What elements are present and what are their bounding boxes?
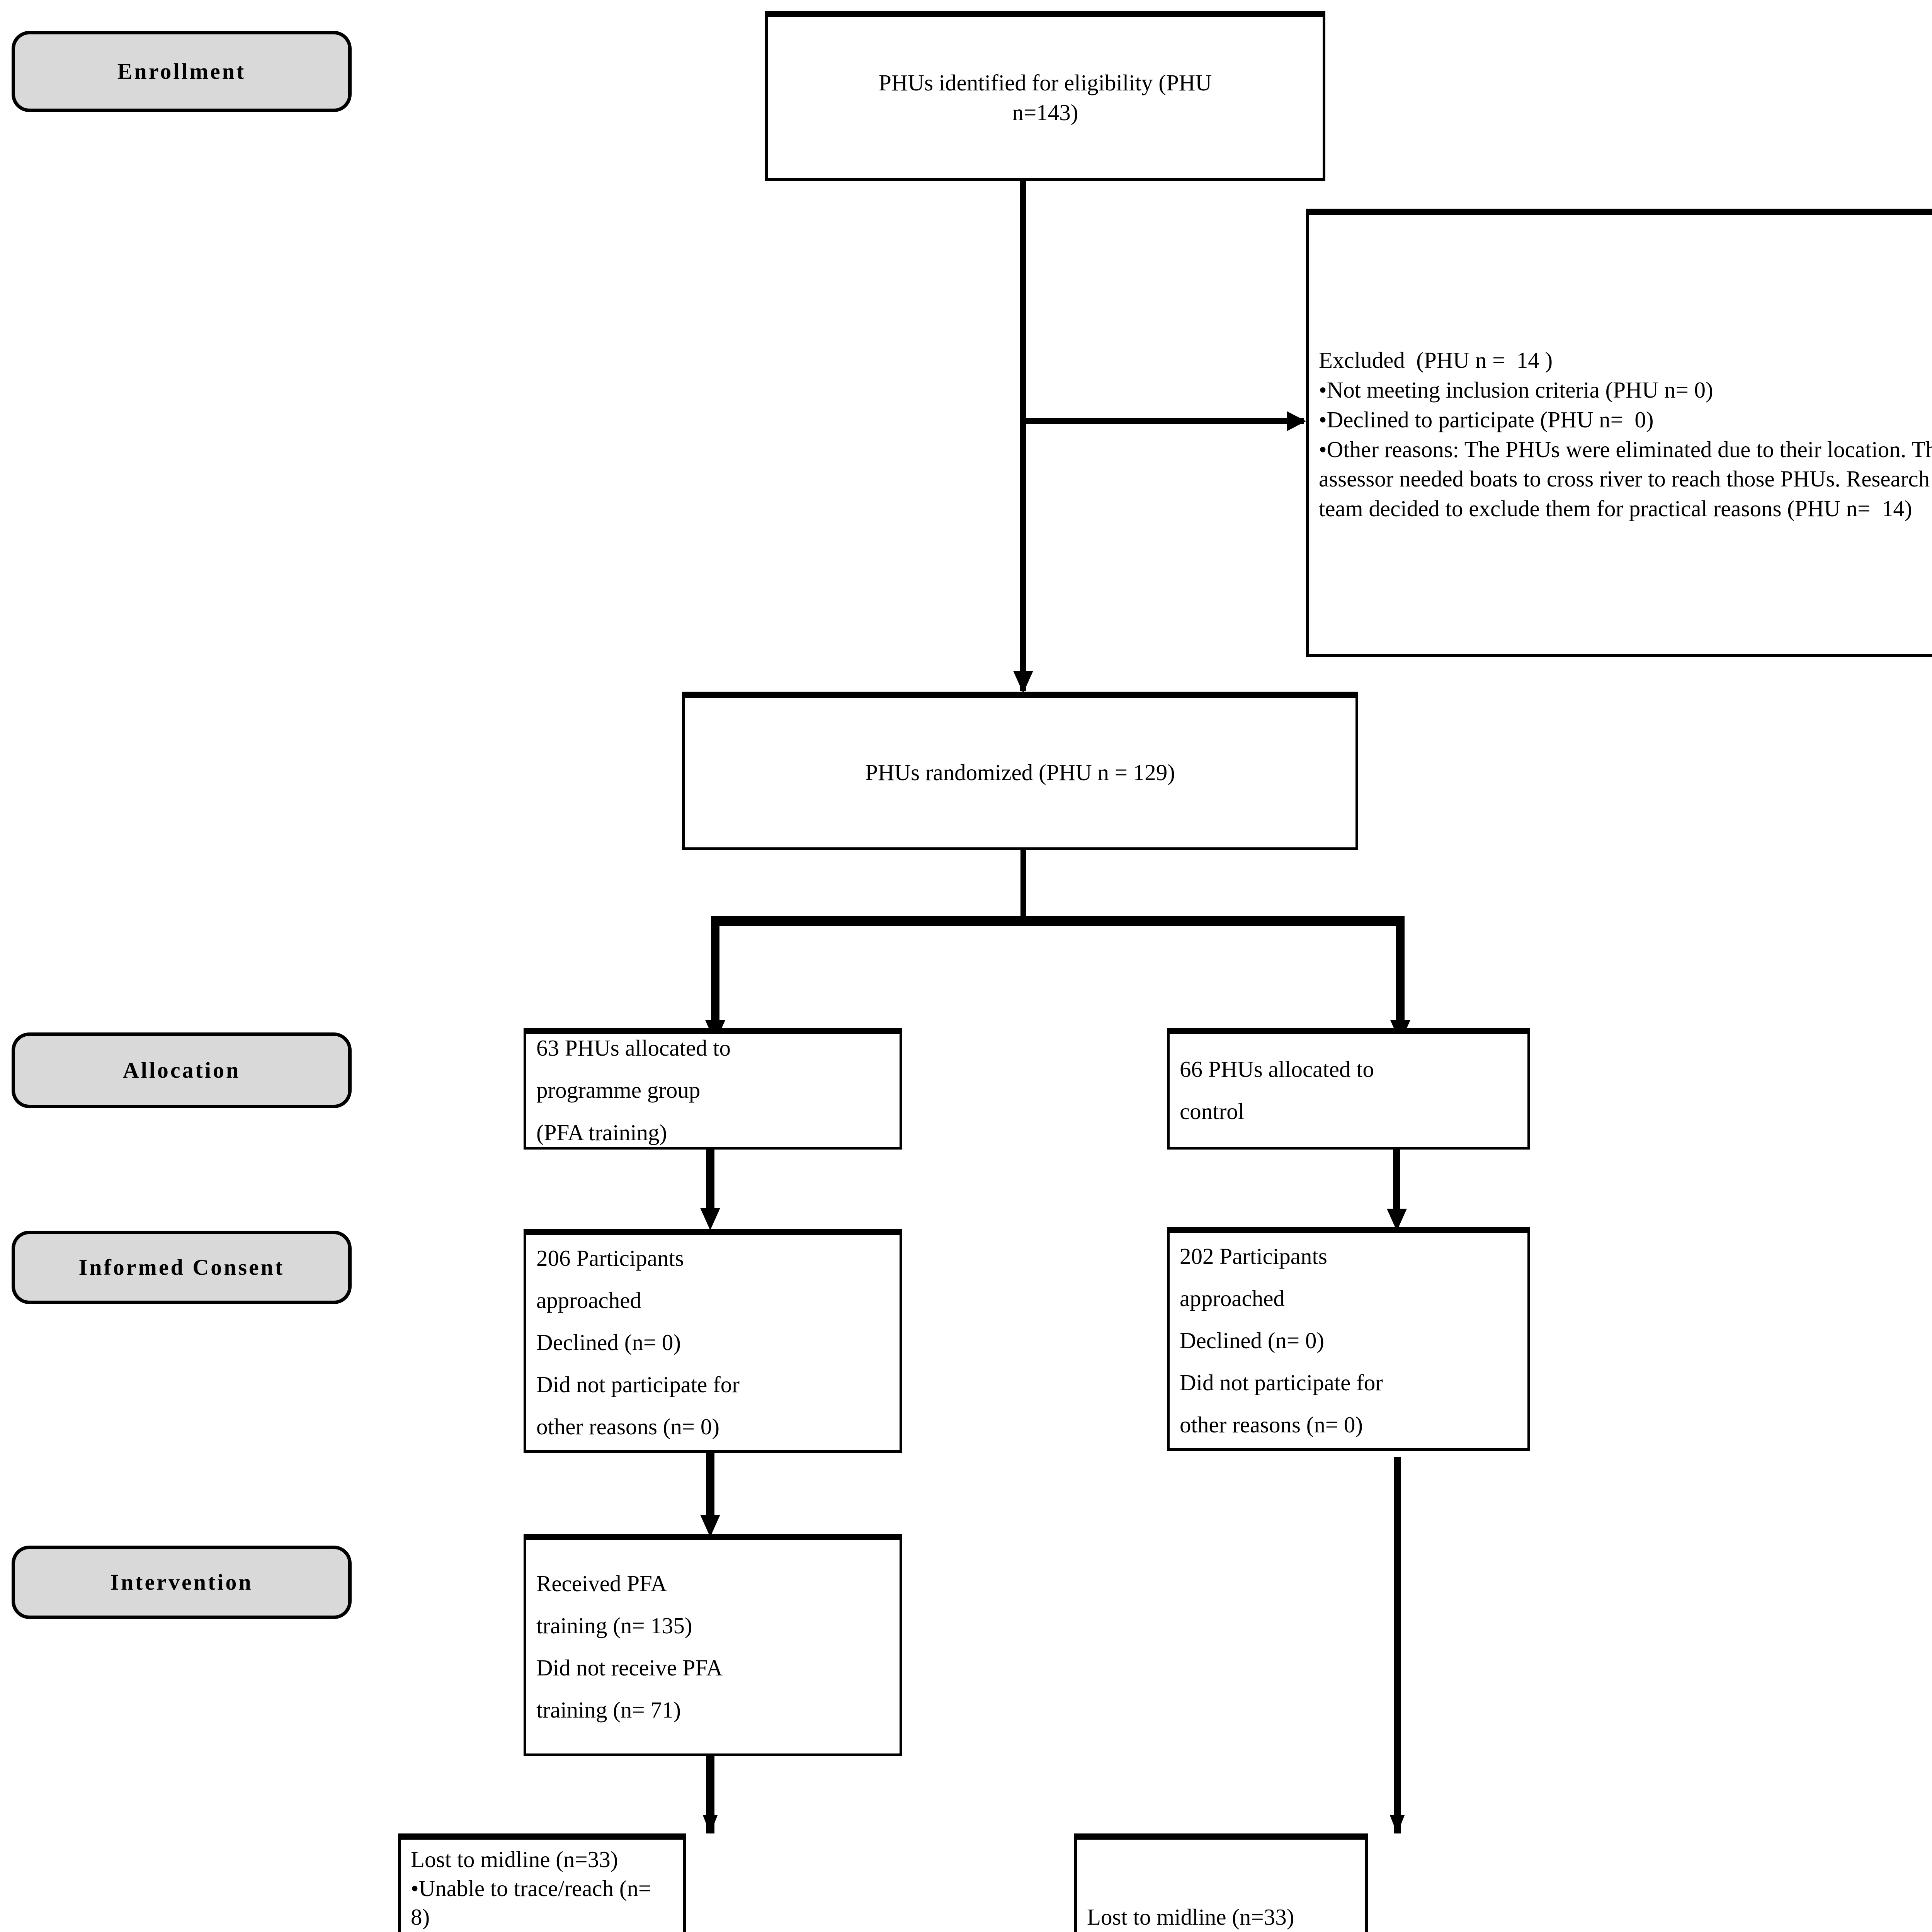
connector-split-right [1396,916,1405,1030]
box-text: Excluded (PHU n = 14 ) •Not meeting incl… [1319,347,1932,521]
connector-allocleft-to-consentleft [706,1148,714,1221]
arrow-to-randomized [1013,671,1033,693]
box-text: 66 PHUs allocated to control [1180,1056,1374,1124]
box-text: Lost to midline (n=33) •Unable to trace/… [1087,1904,1294,1930]
connector-randomized-down [1020,849,1026,923]
connector-consentright-to-followupright [1394,1457,1401,1833]
connector-split-left [711,916,719,1030]
stage-label-text: Enrollment [117,59,246,84]
box-text: 63 PHUs allocated to programme group (PF… [536,1035,731,1145]
box-text: PHUs randomized (PHU n = 129) [865,760,1175,786]
box-intervention-programme: Received PFA training (n= 135) Did not r… [524,1534,902,1756]
arrow-to-followup-right [1390,1815,1405,1834]
stage-label-enrollment: Enrollment [12,31,352,112]
stage-label-informed-consent: Informed Consent [12,1231,352,1304]
connector-to-excluded [1020,418,1304,424]
connector-intervention-to-followup [706,1756,714,1833]
box-text: Received PFA training (n= 135) Did not r… [536,1570,723,1723]
arrow-to-intervention [700,1515,720,1537]
box-text: PHUs identified for eligibility (PHU n=1… [879,70,1212,125]
box-phus-randomized: PHUs randomized (PHU n = 129) [682,692,1358,850]
box-text: 206 Participants approached Declined (n=… [536,1245,740,1440]
box-text: 202 Participants approached Declined (n=… [1180,1243,1383,1438]
connector-split-bus [711,916,1405,926]
box-phus-identified: PHUs identified for eligibility (PHU n=1… [765,11,1325,181]
arrow-to-followup-left [703,1815,718,1834]
box-allocation-control: 66 PHUs allocated to control [1167,1028,1530,1150]
box-consent-control: 202 Participants approached Declined (n=… [1167,1227,1530,1451]
box-text: Lost to midline (n=33) •Unable to trace/… [411,1847,651,1930]
box-followup-control: Lost to midline (n=33) •Unable to trace/… [1074,1833,1368,1932]
box-excluded: Excluded (PHU n = 14 ) •Not meeting incl… [1306,209,1932,657]
stage-label-text: Allocation [122,1058,241,1083]
arrow-to-excluded [1287,411,1306,431]
connector-allocright-to-consentright [1393,1148,1400,1223]
box-followup-programme: Lost to midline (n=33) •Unable to trace/… [398,1833,686,1932]
arrow-to-consent-left [700,1208,720,1230]
stage-label-text: Intervention [110,1570,253,1595]
box-consent-programme: 206 Participants approached Declined (n=… [524,1229,902,1453]
stage-label-text: Informed Consent [78,1255,285,1280]
stage-label-intervention: Intervention [12,1546,352,1619]
connector-consentleft-to-intervention [706,1453,714,1526]
stage-label-allocation: Allocation [12,1032,352,1108]
box-allocation-programme: 63 PHUs allocated to programme group (PF… [524,1028,902,1150]
connector-eligibility-trunk [1020,180,1026,691]
